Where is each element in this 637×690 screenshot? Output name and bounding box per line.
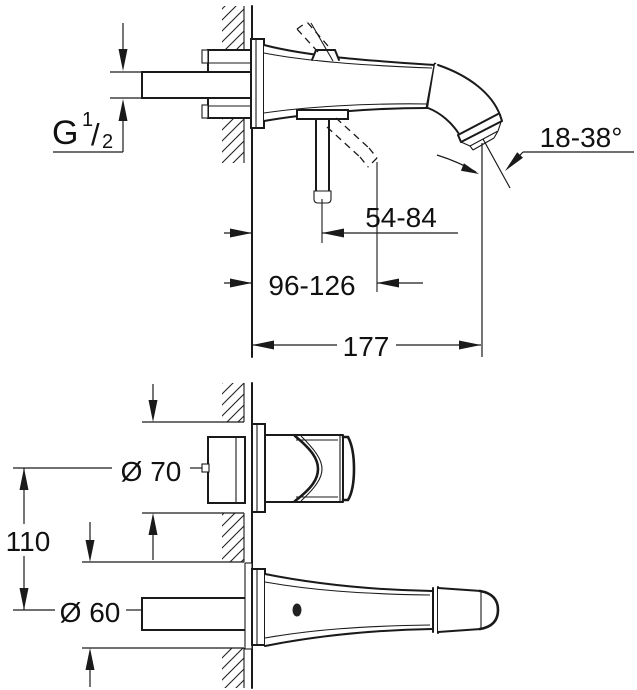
supply-pipe-top-view	[110, 71, 253, 99]
lever-boss	[311, 49, 340, 61]
lever-distance-label: 54-84	[365, 202, 437, 233]
lever-top-position	[296, 21, 340, 62]
thread-label-slash: /	[91, 117, 100, 152]
angle-reference-line	[482, 138, 511, 189]
dim-thread: G 1 / 2	[52, 23, 128, 153]
dim-projection: 177	[252, 331, 481, 362]
angle-label: 18-38°	[540, 122, 623, 153]
angle-leader-arrow	[505, 152, 523, 171]
spout-end-cap	[478, 589, 500, 631]
bottom-view: Ø 70 110 Ø 60	[6, 382, 500, 689]
spout-bottom-inner-line	[263, 103, 430, 114]
dim-outlet-distance: 96-126	[224, 270, 423, 301]
outlet-distance-label: 96-126	[268, 270, 355, 301]
spout-end-fill	[438, 588, 498, 632]
handle-box-nub	[201, 463, 210, 473]
spout-head-inner	[427, 107, 460, 135]
thread-arrow-up	[118, 99, 128, 121]
lever-rod-swung-dashed	[326, 117, 378, 168]
spout-top-inner-line	[263, 52, 433, 69]
spout-escutcheon-flange	[251, 568, 266, 646]
handle-escutcheon	[251, 423, 266, 513]
handle-inwall-box	[201, 436, 246, 504]
spout-side-view	[263, 44, 503, 151]
brand-logo-mark	[292, 603, 302, 617]
spout-wall-flange	[250, 38, 265, 129]
thread-label-prefix: G	[52, 114, 78, 152]
spout-aerator	[460, 121, 502, 151]
handle-side-view	[251, 423, 356, 513]
wall-hatch-b2	[222, 513, 244, 562]
handle-grip-inner-curve	[300, 435, 323, 502]
center-distance-label: 110	[6, 526, 51, 557]
spout-trumpet-bottom	[264, 628, 433, 647]
rod-end-cap	[313, 190, 332, 204]
dia60-label: Ø 60	[60, 597, 121, 628]
spout-joint-ring-a	[425, 62, 437, 109]
lever-axis-line	[310, 22, 334, 62]
wall-section-bottom	[222, 382, 253, 689]
bracket-tab-bottom	[201, 104, 209, 119]
wall-hatch-b1	[222, 383, 244, 422]
spout-trumpet-fill	[265, 574, 432, 646]
spout-tip-ring	[457, 113, 503, 143]
dim-spout-angle: 18-38°	[436, 122, 634, 357]
supply-pipe	[141, 71, 253, 99]
thread-label-denominator: 2	[102, 131, 113, 153]
thread-label-numerator: 1	[82, 109, 93, 131]
flange-plate	[250, 38, 265, 129]
lever-rod	[296, 109, 378, 292]
spout-body-fill	[264, 45, 434, 121]
handle-lever-fill	[293, 435, 354, 502]
spout-trumpet-top	[264, 573, 433, 592]
spout-top-outline	[263, 44, 435, 66]
spout-head-outer	[437, 64, 501, 116]
handle-grip-curve	[293, 434, 320, 503]
dia70-label: Ø 70	[121, 456, 182, 487]
rod-mount-plate	[296, 109, 349, 120]
handle-box	[207, 436, 246, 504]
handle-end-cap	[341, 435, 356, 502]
spout-supply-pipe	[141, 597, 253, 631]
wall-hatch-b3	[222, 648, 244, 688]
spout-bottom-view	[141, 562, 500, 650]
dim-lever-distance: 54-84	[224, 202, 458, 238]
top-view: G 1 / 2	[52, 5, 634, 362]
spout-escutcheon-plate	[244, 562, 253, 650]
thread-arrow-down	[118, 49, 128, 71]
bracket-tab-top	[201, 49, 209, 64]
angle-arc-arrow	[460, 163, 479, 174]
projection-label: 177	[343, 331, 390, 362]
dim-spout-escutcheon: Ø 60	[13, 522, 244, 687]
dim-handle-escutcheon: Ø 70	[13, 384, 244, 560]
dim-center-distance: 110	[6, 468, 51, 610]
